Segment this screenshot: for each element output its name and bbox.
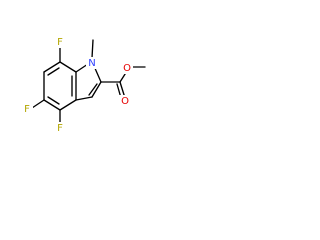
structure-canvas: F N O O F F (0, 0, 152, 152)
bond (43, 99, 61, 111)
atom-label-bg (86, 57, 98, 69)
bond-double-inner (88, 83, 98, 96)
oxygen-label: O (123, 63, 131, 74)
atom-label-bg (121, 62, 133, 74)
nitrogen-label: N (88, 58, 95, 69)
oxygen-label: O (121, 96, 129, 107)
molecule-structure: F N O O F F (21, 36, 146, 134)
bond (75, 96, 93, 101)
fluorine-label: F (24, 104, 30, 115)
bond (59, 99, 77, 111)
bond (91, 81, 102, 98)
bond (43, 61, 61, 73)
fluorine-label: F (57, 37, 63, 48)
fluorine-label: F (57, 123, 63, 134)
bond-double-inner (47, 67, 60, 76)
bond-double-inner (47, 96, 60, 105)
atom-label-bg (54, 122, 66, 134)
bond (91, 39, 94, 59)
atom-label-bg (54, 36, 66, 48)
bond (59, 61, 77, 73)
atom-label-bg (21, 103, 33, 115)
bond (31, 99, 45, 109)
atom-label-bg (119, 95, 131, 107)
